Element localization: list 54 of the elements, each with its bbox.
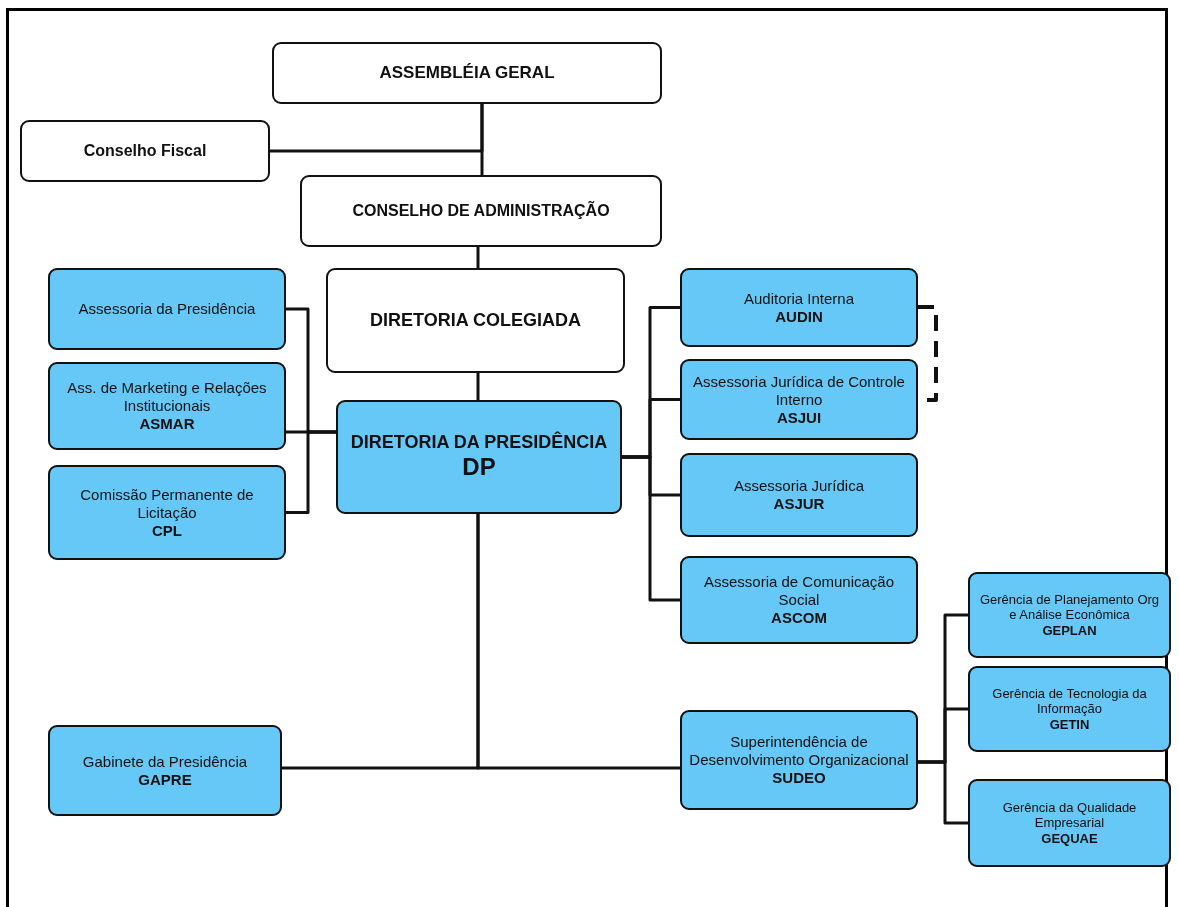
unit-name: Gabinete da Presidência <box>82 752 248 771</box>
unit-box <box>680 359 918 440</box>
board-box <box>326 268 625 373</box>
unit-box <box>336 400 622 514</box>
connector-line <box>480 104 484 175</box>
unit-acronym: ASJUR <box>773 495 825 513</box>
unit-name: DIRETORIA DA PRESIDÊNCIA <box>350 431 608 454</box>
unit-box <box>968 666 1171 752</box>
unit-name: Auditoria Interna <box>743 289 855 308</box>
unit-acronym: GEPLAN <box>1042 622 1097 639</box>
unit-name: Superintendência de Desenvolvimento Organizacional <box>688 733 910 769</box>
unit-name: Ass. de Marketing e Relações Institucionais <box>66 379 268 415</box>
unit-name: Gerência de Tecnologia da Informação <box>991 685 1148 717</box>
unit-name: Assessoria de Comunicação Social <box>702 573 896 609</box>
unit-box <box>680 453 918 537</box>
unit-acronym: ASJUI <box>776 408 822 427</box>
unit-box <box>48 725 282 816</box>
unit-name: Gerência de Planejamento Org e Análise Econômica <box>978 591 1161 623</box>
unit-acronym: GAPRE <box>138 770 192 789</box>
unit-box <box>48 362 286 450</box>
unit-box <box>968 572 1171 658</box>
connector-line <box>918 760 968 825</box>
dashed-connector <box>918 305 938 402</box>
unit-box <box>680 710 918 810</box>
unit-acronym: AUDIN <box>775 307 823 326</box>
board-box <box>300 175 662 247</box>
unit-acronym: ASMAR <box>139 415 195 433</box>
unit-name: Assessoria da Presidência <box>78 300 256 318</box>
board-box <box>20 120 270 182</box>
unit-name: DIRETORIA COLEGIADA <box>370 309 581 332</box>
unit-name: Assessoria Jurídica <box>733 477 865 495</box>
unit-acronym: SUDEO <box>772 769 826 787</box>
unit-box <box>968 779 1171 867</box>
board-box <box>272 42 662 104</box>
unit-name: Assessoria Jurídica de Controle Interno <box>692 372 906 409</box>
connector-line <box>622 455 680 602</box>
unit-box <box>680 268 918 347</box>
unit-acronym: GETIN <box>1049 716 1090 733</box>
unit-name: CONSELHO DE ADMINISTRAÇÃO <box>352 201 610 221</box>
connector-line <box>286 430 336 514</box>
unit-name: Conselho Fiscal <box>83 141 207 161</box>
unit-box <box>48 465 286 560</box>
unit-acronym: CPL <box>152 521 182 540</box>
unit-acronym: GEQUAE <box>1041 830 1098 847</box>
unit-acronym: ASCOM <box>771 609 827 627</box>
connector-line <box>476 514 680 770</box>
unit-name: Gerência da Qualidade Empresarial <box>1001 799 1138 831</box>
connector-line <box>476 373 480 400</box>
unit-box <box>680 556 918 644</box>
unit-box <box>48 268 286 350</box>
connector-line <box>476 247 480 268</box>
unit-name: ASSEMBLÉIA GERAL <box>379 62 555 84</box>
unit-acronym: DP <box>462 453 496 483</box>
unit-name: Comissão Permanente de Licitação <box>79 485 255 522</box>
